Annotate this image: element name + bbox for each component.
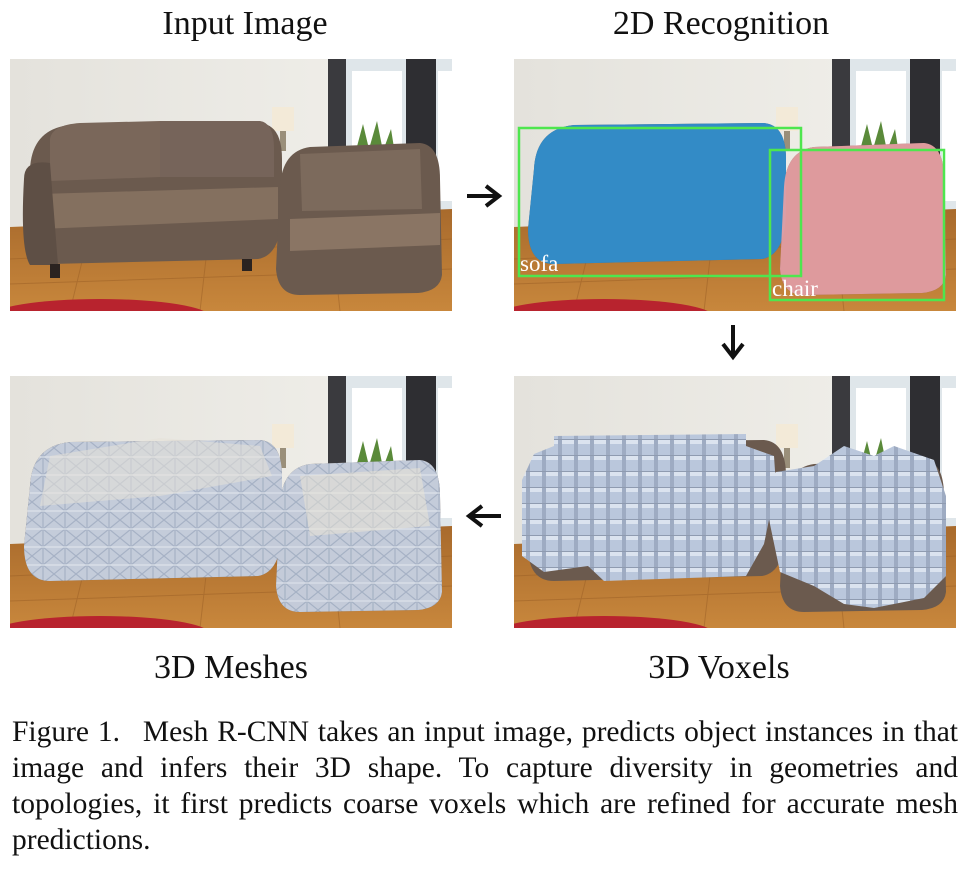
meshes-panel [10, 376, 452, 628]
arrow-right-icon [467, 184, 503, 208]
arrow-down-icon [721, 325, 745, 361]
title-2d-recognition: 2D Recognition [612, 5, 830, 42]
title-input-image: Input Image [162, 5, 328, 42]
input-image-panel [10, 59, 452, 311]
arrow-left-icon [465, 504, 501, 528]
chair-label: chair [772, 276, 818, 301]
caption-text: Mesh R-CNN takes an input image, predict… [12, 716, 959, 856]
figure-caption: Figure 1. Mesh R-CNN takes an input imag… [12, 714, 958, 858]
recognition-panel: sofa chair [514, 59, 956, 311]
title-3d-voxels: 3D Voxels [648, 649, 790, 686]
sofa-label: sofa [520, 251, 558, 276]
figure-number: Figure 1. [12, 716, 120, 748]
sofa-bounding-box [517, 126, 803, 278]
sofa-mask [528, 123, 786, 264]
chair-mask [780, 143, 946, 295]
chair-bounding-box [768, 148, 946, 302]
voxels-panel [514, 376, 956, 628]
title-3d-meshes: 3D Meshes [154, 649, 308, 686]
